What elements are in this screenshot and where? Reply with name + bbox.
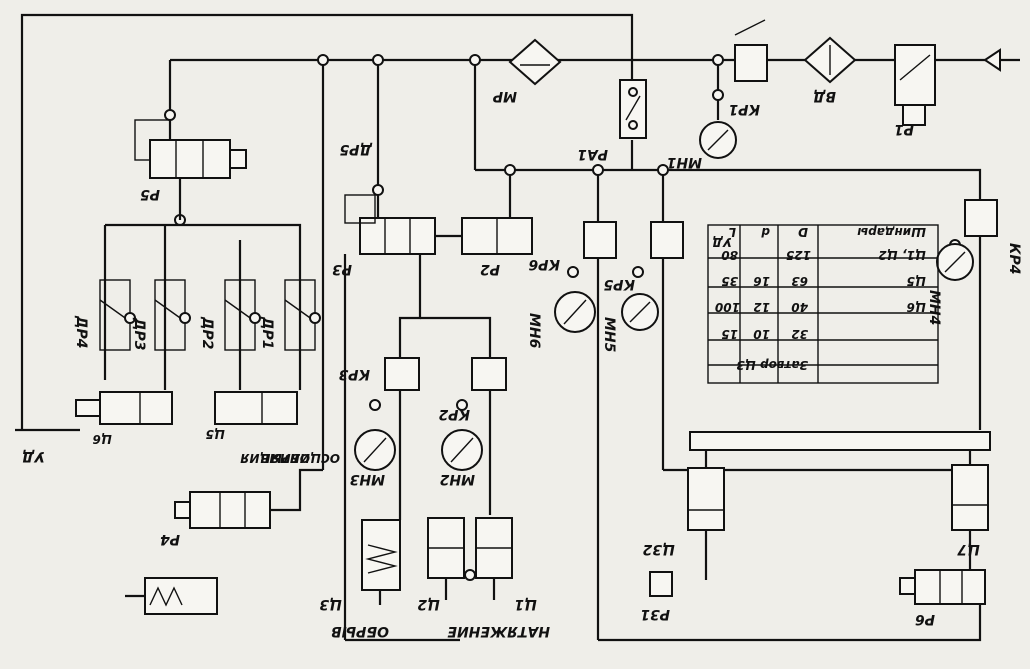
label-p1: Р1 [894, 121, 914, 137]
valve-p1 [894, 44, 936, 106]
table-cell-3-1: 32 [791, 327, 808, 341]
label-p31: Р31 [640, 606, 670, 622]
filter-mr [508, 38, 562, 86]
label-mn4: МН4 [926, 290, 942, 325]
table-cell-2-3: 100 [715, 300, 740, 314]
label-c2: Ц2 [417, 596, 440, 612]
supply-lines [20, 13, 1000, 440]
label-oscill: ОСЦИЛЛЯЦИЯ [240, 451, 340, 465]
label-kr2: КР2 [439, 406, 470, 422]
label-kr4: КР4 [1006, 243, 1022, 274]
table-cell-3-2: 10 [753, 327, 770, 341]
table-cell-1-2: 16 [753, 274, 770, 288]
regulator-kr5 [650, 221, 684, 259]
label-ud: УД [22, 448, 45, 464]
label-c1: Ц1 [514, 596, 537, 612]
label-krb: КР6 [528, 256, 560, 272]
valve-p6 [914, 569, 986, 605]
label-mn3: МН3 [350, 471, 385, 487]
cylinder-c5 [214, 391, 298, 425]
label-p3: Р3 [332, 261, 352, 277]
table-cell-4-0: Затвор Ц3 [736, 358, 808, 372]
label-krs: КР5 [603, 276, 635, 292]
label-mr: МР [492, 88, 517, 104]
p3-p2-group: Р3 ДР5 Р2 [332, 141, 533, 640]
label-c3: Ц3 [319, 596, 342, 612]
label-vd: ВД [813, 88, 836, 104]
table-cell-0-3: 80 [721, 248, 738, 262]
valve-p31 [649, 571, 673, 597]
regulator-kr1 [734, 44, 768, 82]
inlet-group: Р1 ВД КР1 МН1 [667, 19, 1020, 170]
table-cell-2-2: 12 [753, 300, 770, 314]
label-obryv2: ОБРЫВ [331, 623, 389, 639]
regulators-mid: КР3 МН3 КР2 МН2 [339, 357, 507, 520]
label-mns: МН5 [601, 317, 617, 353]
label-mnb: МН6 [526, 313, 542, 349]
label-p5: Р5 [140, 186, 160, 202]
label-c6: Ц6 [93, 432, 112, 446]
table-cell-1-3: 35 [721, 274, 738, 288]
label-c7: Ц7 [957, 541, 980, 557]
regulator-kr6 [583, 221, 617, 259]
table-cell-2-0: Ц6 [907, 300, 926, 314]
cylinder-c32 [687, 467, 725, 531]
regulator-kr3 [384, 357, 420, 391]
cylinders-c3-c2-c1: Ц3 Ц2 Ц1 НАТЯЖЕНИЕ ОБРЫВ [319, 517, 550, 642]
table-cell-1-0: Ц5 [907, 274, 926, 288]
throttles: ДР4 ДР3 ДР2 ДР1 [73, 279, 321, 351]
bottom-right-group: Ц32 Ц7 Р31 Р6 ОБРЫВ [260, 431, 991, 627]
table-cell-3-3: 15 [721, 327, 738, 341]
table-header-3: L [728, 225, 736, 239]
valve-p4 [189, 491, 271, 529]
pa1-mr-group: РА1 МР [492, 38, 647, 162]
regulator-kr2 [471, 357, 507, 391]
label-mn1: МН1 [667, 154, 702, 170]
label-kr1: КР1 [729, 101, 760, 117]
label-ud2: УД [712, 235, 732, 249]
label-dr1: ДР1 [259, 316, 275, 349]
cylinders-c6-c5: Ц6 Ц5 УД ОСЦИЛЛЯЦИЯ [15, 391, 340, 465]
actuator-p4 [144, 577, 218, 615]
label-dr3: ДР3 [131, 317, 147, 350]
label-p4: Р4 [160, 531, 180, 547]
valve-p5 [149, 139, 231, 179]
cylinder-table: Шиндары D d L Ц1, Ц2 125 80 Ц5 63 16 35 … [707, 224, 939, 384]
table-cell-2-1: 40 [791, 300, 809, 314]
table-header-0: Шиндары [857, 225, 926, 239]
regulators-right: КР6 МН6 КР5 МН5 КР4 МН4 [526, 199, 1022, 642]
label-p6: Р6 [915, 611, 935, 627]
table-header-1: D [798, 225, 808, 239]
label-dr2: ДР2 [199, 316, 215, 349]
label-drs: ДР5 [339, 141, 373, 157]
label-obryv: ОБРЫВ [260, 451, 310, 465]
table-cell-1-1: 63 [791, 274, 808, 288]
regulator-kr4 [964, 199, 998, 237]
label-c5: Ц5 [206, 427, 225, 441]
label-dr4: ДР4 [73, 315, 89, 348]
label-p2: Р2 [480, 261, 500, 277]
beam [689, 431, 991, 451]
table-header-2: d [761, 225, 770, 239]
cylinder-c7 [951, 464, 989, 531]
label-mn2: МН2 [440, 471, 475, 487]
label-c32: Ц32 [643, 541, 675, 557]
table-cell-0-0: Ц1, Ц2 [878, 248, 926, 262]
label-natyazh: НАТЯЖЕНИЕ [447, 623, 550, 639]
table-cell-0-1: 125 [786, 248, 811, 262]
cylinder-c6 [99, 391, 173, 425]
label-kr3: КР3 [339, 366, 370, 382]
label-pa1: РА1 [577, 146, 608, 162]
p4-group: Р4 [125, 440, 325, 615]
